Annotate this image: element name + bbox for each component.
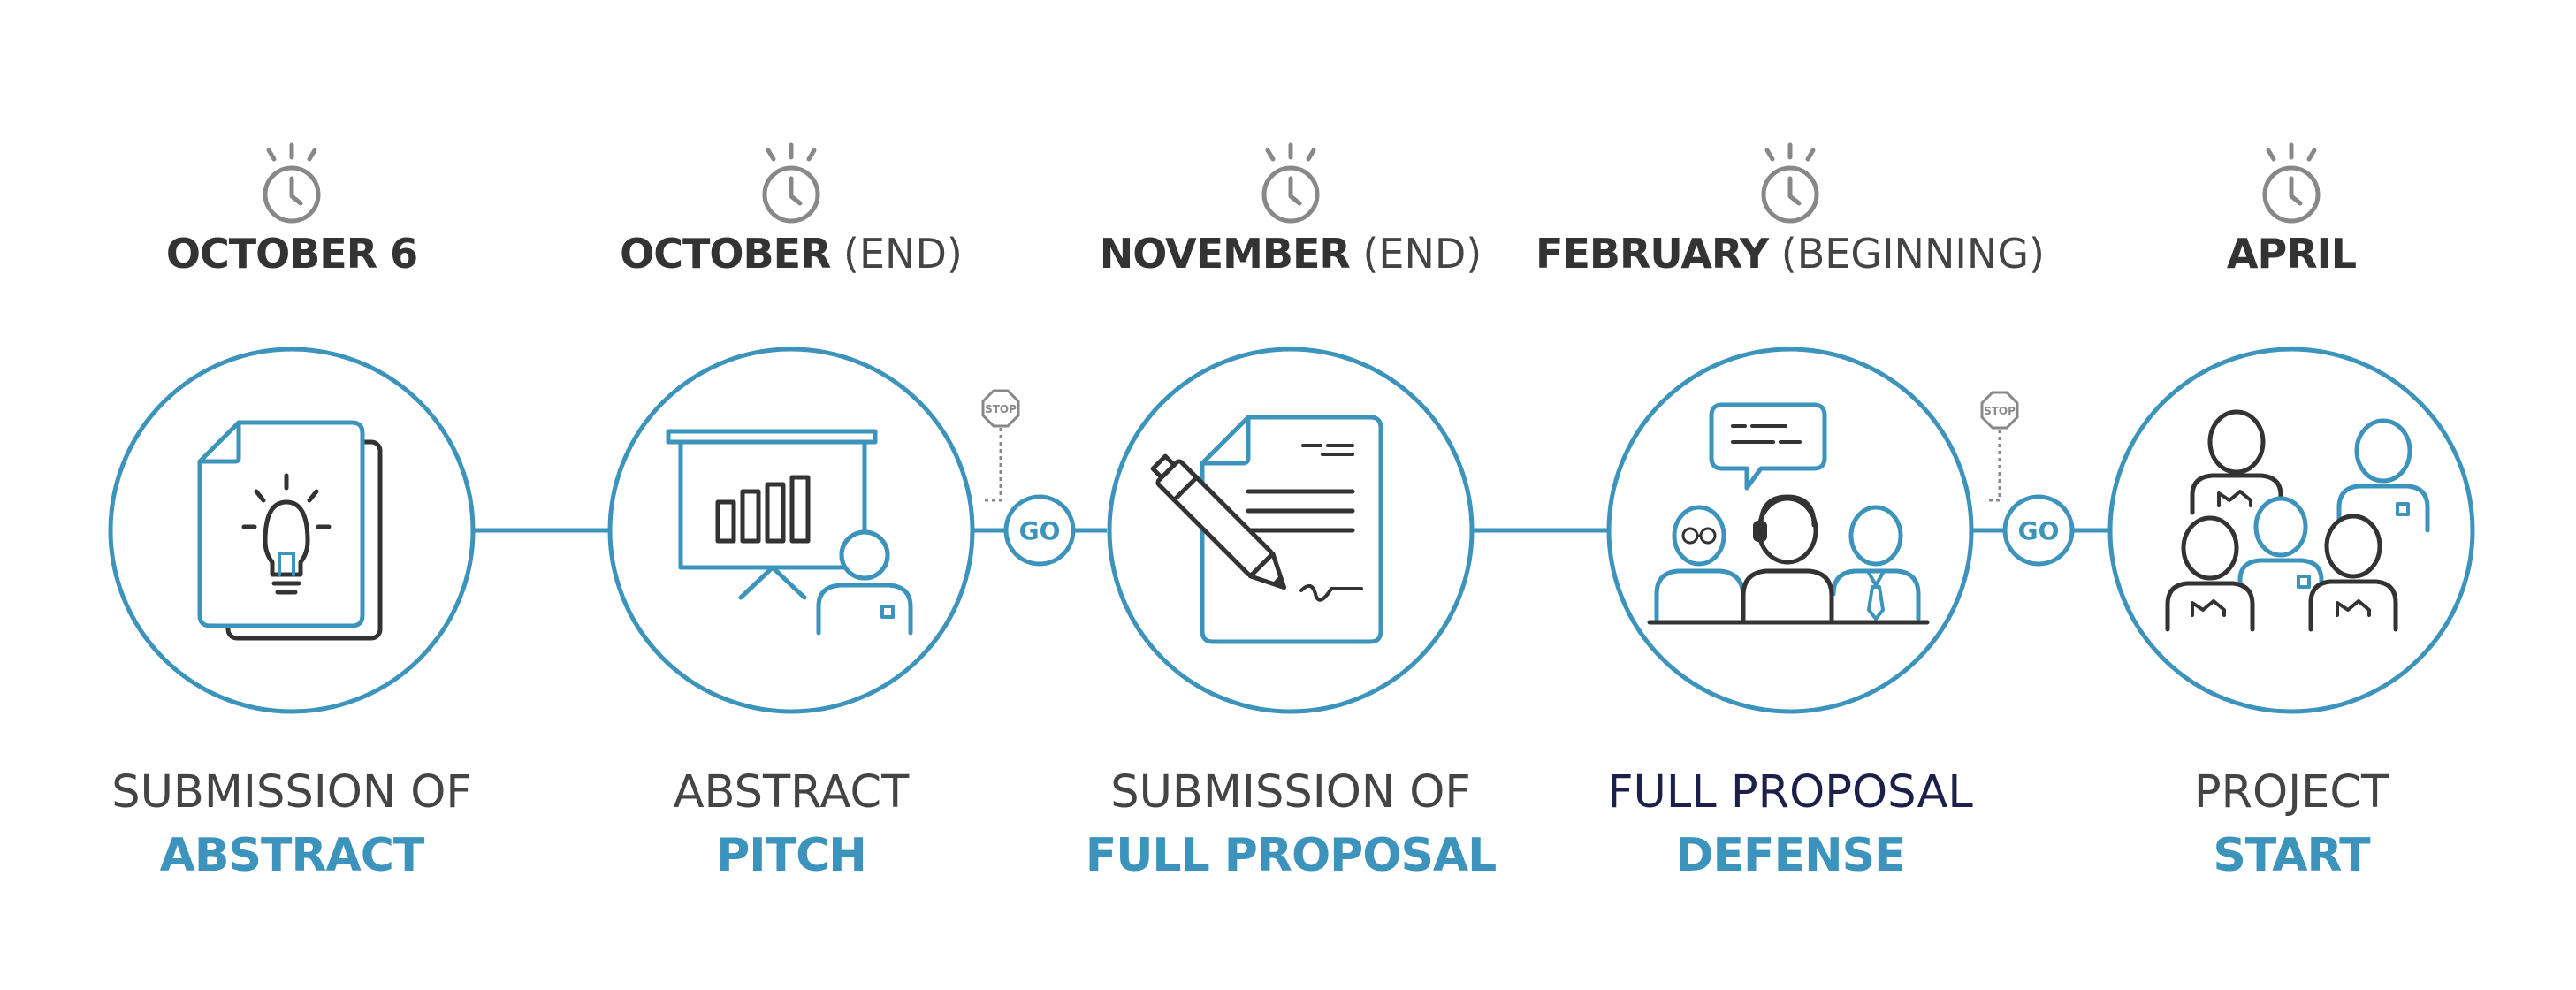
stopwatch-icon (2262, 142, 2321, 224)
stage-date-rest: (END) (1362, 230, 1482, 278)
stage-1: OCTOBER 6 SUBMISSION OF ABSTRACT (18, 0, 566, 990)
stage-4: FEBRUARY (BEGINNING) FULL PROPOSAL DEFEN… (1516, 0, 2064, 990)
go-label: GO (2018, 516, 2060, 545)
stage-title-line1: SUBMISSION OF (111, 766, 472, 819)
stage-title: SUBMISSION OF ABSTRACT (18, 762, 566, 887)
stage-5: APRIL PROJECT START (2017, 0, 2565, 990)
stage-date: OCTOBER (END) (517, 230, 1065, 278)
stage-title-line2: ABSTRACT (159, 829, 425, 882)
gate-1: STOP GO (981, 389, 1076, 567)
go-label: GO (1019, 516, 1061, 545)
stage-date-bold: NOVEMBER (1099, 230, 1351, 278)
stage-title-line2: START (2213, 829, 2370, 882)
stage-2: OCTOBER (END) ABSTRACT PITCH (517, 0, 1065, 990)
stage-3: NOVEMBER (END) SUBMISSION OF FULL PROPOS… (1017, 0, 1565, 990)
go-badge (2002, 494, 2075, 567)
stage-date-bold: OCTOBER (620, 230, 831, 278)
stage-date: APRIL (2017, 230, 2565, 278)
stop-sign-label: STOP (1984, 405, 2016, 417)
stopwatch-icon (263, 142, 321, 224)
stopwatch-icon (1261, 142, 1320, 224)
go-badge (1003, 494, 1076, 567)
stage-title: ABSTRACT PITCH (517, 762, 1065, 887)
stage-title: SUBMISSION OF FULL PROPOSAL (1017, 762, 1565, 887)
stop-sign-icon (1980, 391, 2019, 430)
stage-date-bold: APRIL (2226, 230, 2357, 278)
presentation-board-icon (666, 429, 913, 636)
gate-dotted-connector (983, 428, 1002, 502)
stage-date-rest: (BEGINNING) (1780, 230, 2045, 278)
stop-sign-label: STOP (985, 403, 1017, 415)
panel-jury-icon (1647, 402, 1930, 625)
stage-title-line1: PROJECT (2193, 766, 2389, 819)
document-pen-signing-icon (1150, 415, 1383, 644)
stage-date: FEBRUARY (BEGINNING) (1516, 230, 2064, 278)
stopwatch-icon (1761, 142, 1819, 224)
stage-title-line1: SUBMISSION OF (1110, 766, 1471, 819)
stage-title-line2: PITCH (716, 829, 867, 882)
stage-date: NOVEMBER (END) (1017, 230, 1565, 278)
stage-date-bold: FEBRUARY (1536, 230, 1769, 278)
stage-date-rest: (END) (843, 230, 963, 278)
stage-date-bold: OCTOBER 6 (165, 230, 418, 278)
stage-title-line1: FULL PROPOSAL (1607, 766, 1973, 819)
stage-title-line1: ABSTRACT (673, 766, 910, 819)
gate-dotted-connector (1985, 430, 2001, 502)
gate-2: STOP GO (1980, 391, 2075, 567)
stage-title: PROJECT START (2017, 762, 2565, 887)
stage-title-line2: DEFENSE (1675, 829, 1905, 882)
stage-date: OCTOBER 6 (18, 230, 566, 278)
team-icon (2165, 409, 2430, 632)
stage-title: FULL PROPOSAL DEFENSE (1516, 762, 2064, 887)
stopwatch-icon (762, 142, 820, 224)
stage-title-line2: FULL PROPOSAL (1085, 829, 1498, 882)
stop-sign-icon (981, 389, 1020, 428)
document-lightbulb-icon (197, 420, 383, 641)
